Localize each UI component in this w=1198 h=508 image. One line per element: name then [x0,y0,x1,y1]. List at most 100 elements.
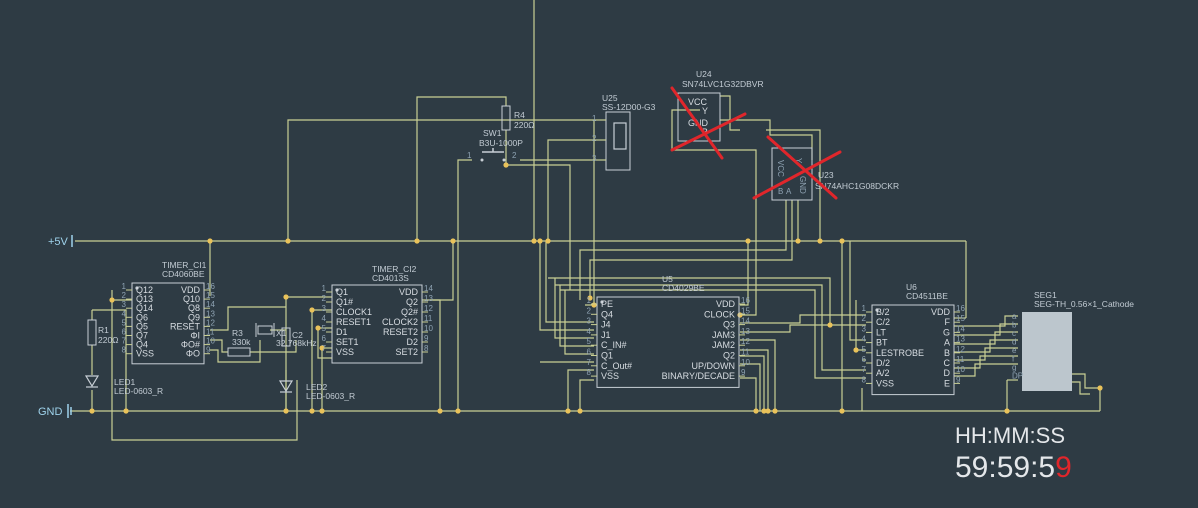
u24-gate[interactable]: U24 SN74LVC1G32DBVR VCC Y GND B [670,69,764,160]
timer-ci2-right-num-4: 11 [424,314,433,323]
u6-cd4511-left-pin-4: BT [876,338,888,348]
r3-value: 330k [232,337,251,347]
timer-ci2-left-num-6: 6 [322,334,327,343]
timer-ci2-right-num-2: 13 [424,294,433,303]
u5-cd4029-right-pin-6: Q2 [723,351,735,361]
u6-cd4511-right-pin-2: F [945,317,951,327]
seg1-body [1022,312,1072,391]
timer-ci1-right-num-3: 14 [206,300,215,309]
timer-ci2-right-pin-5: RESET2 [383,327,418,337]
sw1-push-button[interactable]: SW1 B3U-1000P 1 2 [467,128,523,162]
timer-ci1-right-pin-4: Q9 [188,312,200,322]
u24-pin-vcc: VCC [688,97,708,107]
seg1-pin-2: b [1012,321,1017,330]
timer-ci2-left-pin-5: D1 [336,327,348,337]
u5-cd4029-right-num-4: 13 [741,327,750,336]
timer-ci2-right-num-7: 8 [424,344,429,353]
timer-ci1-left-pin-7: Q4 [136,340,148,350]
u25-pin-1: 1 [592,114,597,123]
c2-capacitor[interactable]: C2 [281,327,303,347]
u5-cd4029-right-num-3: 14 [741,317,750,326]
x1-crystal[interactable]: X1 32.768kHz [255,323,317,348]
timer-ci2-left-num-3: 3 [322,304,327,313]
r1-resistor[interactable]: R1 220Ω [87,319,119,346]
gnd-label: GND [38,406,63,418]
timer-ci2-left-pin-2: Q1# [336,297,353,307]
timer-ci1-left-num-6: 6 [122,328,127,337]
timer-ci2-left-pin-4: RESET1 [336,317,371,327]
timer-ci1-right-num-5: 12 [206,318,215,327]
timer-ci1-pin1-marker [135,286,139,290]
sw1-ref: SW1 [483,128,502,138]
u6-cd4511-right-num-8: 9 [956,375,961,384]
u6-cd4511-right-num-3: 14 [956,324,965,333]
u23-pin-y: Y [794,158,803,164]
timer-ci1-right-pin-5: RESET [170,321,201,331]
seg1-pin-6: f [1012,355,1015,364]
timer-ci1-left-pin-4: Q6 [136,312,148,322]
vcc-symbol: +5V [48,235,73,248]
u6-cd4511-left-num-5: 5 [862,345,867,354]
u5-cd4029-right-pin-1: VDD [716,299,736,309]
clock-time: 59:59:59 [955,451,1072,484]
u6-cd4511-left-pin-8: VSS [876,378,894,388]
u6-cd4511-right-pin-6: C [944,358,951,368]
u23-pin-b: B [778,187,783,196]
timer-ci2-right-pin-3: Q2# [401,307,418,317]
u6-cd4511-left-num-1: 1 [862,304,867,313]
u6-cd4511-left-num-3: 3 [862,324,867,333]
u5-cd4029-right-num-2: 15 [741,306,750,315]
wires [70,0,1101,441]
timer-ci1-left-pin-1: Q12 [136,285,153,295]
u5-cd4029-left-pin-2: Q4 [601,309,613,319]
r4-resistor[interactable]: R4 220Ω [501,105,535,131]
u23-gate[interactable]: U23 SN74AHC1G08DCKR VCC Y GND B A [752,135,899,201]
u5-cd4029-right-num-6: 11 [741,348,750,357]
u24-ref: U24 [696,69,712,79]
u25-slide-switch[interactable]: U25 SS-12D00-G3 1 2 3 [592,93,656,171]
x1-value: 32.768kHz [276,338,317,348]
u6-cd4511-right-pin-4: A [944,338,950,348]
timer-ci1-right-pin-6: ΦI [190,331,200,341]
r1-value: 220Ω [98,335,119,345]
u5-cd4029-ref: U5 [662,274,673,284]
u5-cd4029-right-num-1: 16 [741,296,750,305]
led1-ref: LED1 [114,377,136,387]
r3-resistor[interactable]: R3 330k [227,328,251,357]
u6-cd4511-right-num-5: 12 [956,345,965,354]
u23-pin-gnd: GND [798,176,807,194]
timer-ci2-right-pin-4: CLOCK2 [382,317,418,327]
timer-ci1-right-num-4: 13 [206,309,215,318]
seg1-pin-5: e [1012,346,1017,355]
u5-cd4029-left-num-1: 1 [587,296,592,305]
u6-cd4511-right-num-1: 16 [956,304,965,313]
u5-cd4029-left-pin-5: C_IN# [601,340,627,350]
u5-cd4029-left-num-7: 7 [587,358,592,367]
u5-cd4029-right-pin-3: Q3 [723,320,735,330]
u23-part: SN74AHC1G08DCKR [815,181,899,191]
led2-part: LED-0603_R [306,391,355,401]
u5-cd4029-right-pin-5: JAM2 [712,340,735,350]
timer-ci2-left-pin-1: Q1 [336,287,348,297]
timer-ci1-left-pin-8: VSS [136,349,154,359]
u24-strike-b [670,112,747,152]
u6-cd4511-left-pin-1: B/2 [876,307,890,317]
u25-pin-2: 2 [592,134,597,143]
u6-cd4511-right-pin-3: G [943,327,950,337]
led1[interactable]: LED1 LED-0603_R [84,375,163,396]
timer-ci2-pin1-marker [335,288,339,292]
u24-pin-y: Y [702,106,708,116]
u5-cd4029-left-pin-1: PE [601,299,613,309]
u5-cd4029-right-pin-7: UP/DOWN [692,361,736,371]
timer-ci1-right-pin-2: Q10 [183,294,200,304]
u5-cd4029-left-num-3: 3 [587,317,592,326]
u6-cd4511-part: CD4511BE [906,291,948,301]
led2[interactable]: LED2 LED-0603_R [278,380,355,401]
u5-cd4029-left-pin-6: Q1 [601,351,613,361]
u6-cd4511-left-num-4: 4 [862,335,867,344]
